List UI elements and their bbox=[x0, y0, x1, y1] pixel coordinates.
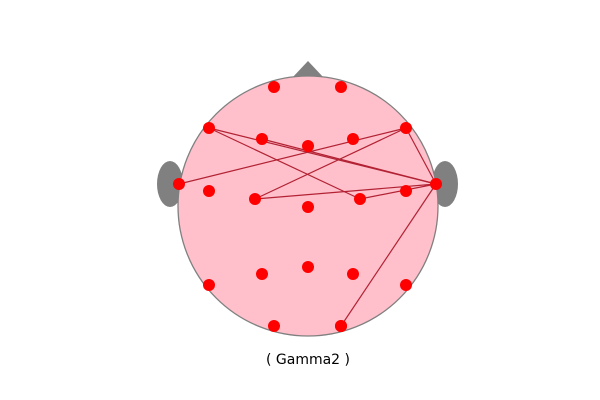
electrode-dot-e22 bbox=[335, 320, 347, 332]
electrode-dot-e13 bbox=[354, 193, 366, 205]
right-ear-shape bbox=[432, 161, 458, 207]
connection-line-5 bbox=[254, 127, 407, 200]
connection-line-2 bbox=[208, 127, 361, 200]
connections-layer bbox=[178, 127, 437, 327]
connection-line-6 bbox=[178, 127, 407, 185]
electrode-dot-e02 bbox=[335, 81, 347, 93]
electrode-dot-e18 bbox=[203, 279, 215, 291]
connection-line-3 bbox=[261, 138, 437, 185]
electrode-dot-e04 bbox=[256, 133, 268, 145]
figure-caption: ( Gamma2 ) bbox=[265, 352, 350, 368]
connection-line-7 bbox=[359, 183, 437, 200]
electrode-dot-e17 bbox=[347, 268, 359, 280]
electrode-dot-e05 bbox=[302, 140, 314, 152]
electrode-dot-e12 bbox=[302, 201, 314, 213]
electrode-dot-e14 bbox=[400, 185, 412, 197]
electrode-dot-e01 bbox=[268, 81, 280, 93]
nose-shape bbox=[292, 61, 324, 78]
connection-line-4 bbox=[405, 127, 437, 185]
electrode-dot-e15 bbox=[256, 268, 268, 280]
connection-line-9 bbox=[340, 183, 437, 327]
electrodes-layer bbox=[173, 81, 442, 332]
electrode-dot-e10 bbox=[249, 193, 261, 205]
electrode-dot-e20 bbox=[268, 320, 280, 332]
left-ear-shape bbox=[157, 161, 183, 207]
electrode-dot-e16 bbox=[302, 261, 314, 273]
electrode-dot-e06 bbox=[347, 133, 359, 145]
electrode-dot-e03 bbox=[203, 122, 215, 134]
electrode-dot-e11 bbox=[430, 178, 442, 190]
electrode-dot-e09 bbox=[203, 185, 215, 197]
electrode-dot-e07 bbox=[400, 122, 412, 134]
electrode-dot-e08 bbox=[173, 178, 185, 190]
electrode-dot-e19 bbox=[400, 279, 412, 291]
